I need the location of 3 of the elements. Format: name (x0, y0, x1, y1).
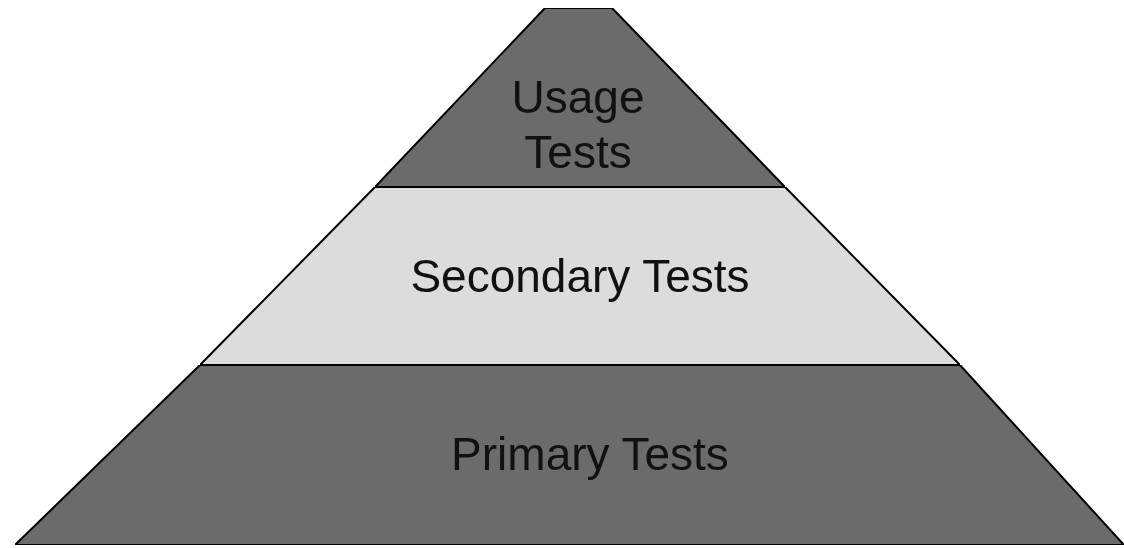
tier-label: Secondary Tests (409, 249, 751, 304)
tier-label: Usage Tests (510, 70, 646, 181)
tier-label: Primary Tests (450, 427, 730, 482)
